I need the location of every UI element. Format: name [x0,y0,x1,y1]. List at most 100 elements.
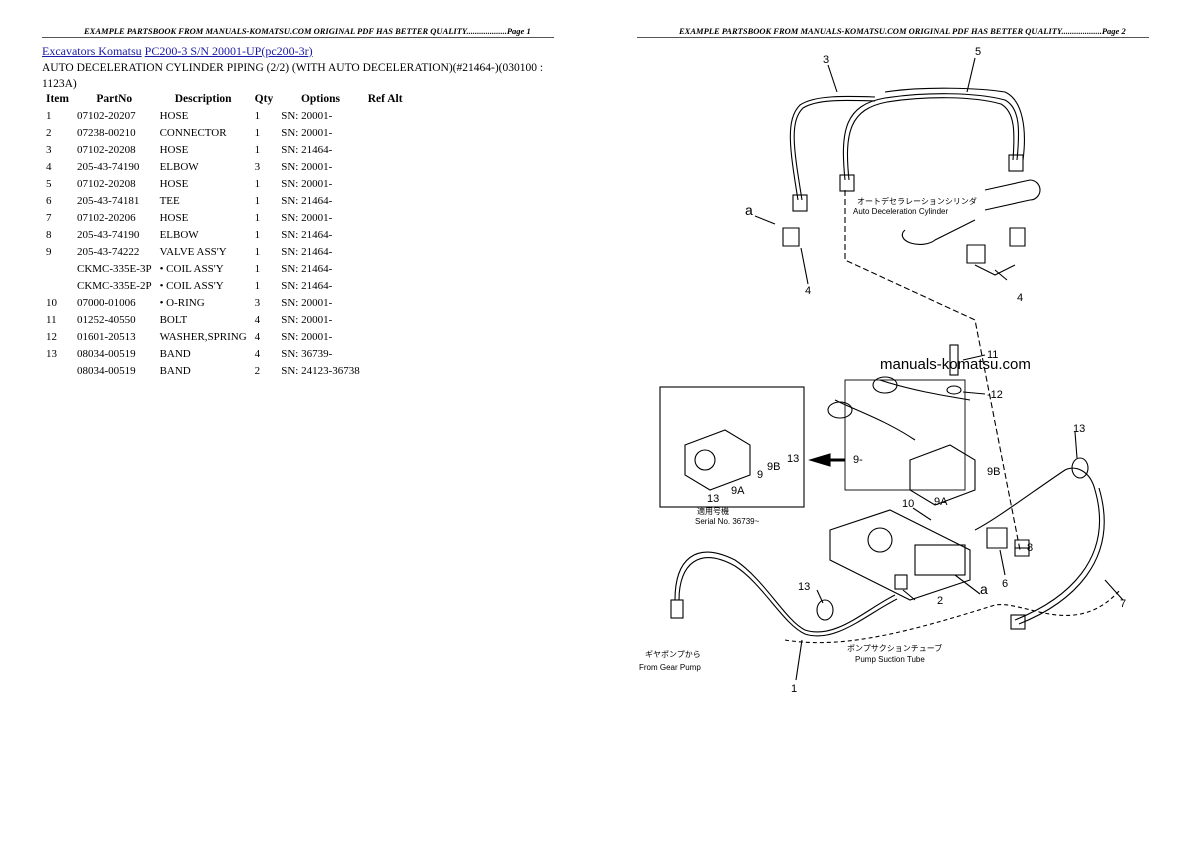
cell-description: TEE [159,194,180,207]
cell-refalt [364,345,407,362]
cell-refalt [364,175,407,192]
callout-5: 5 [975,46,981,58]
inset-callout-13b: 13 [707,493,719,505]
callout-a-bottom: a [980,581,988,597]
page-header: EXAMPLE PARTSBOOK FROM MANUALS-KOMATSU.C… [84,26,531,36]
cell-qty: 1 [254,279,261,292]
cell-qty: 3 [254,160,261,173]
cell-options: SN: 21464- [281,228,333,241]
cell-description: WASHER,SPRING [159,330,247,343]
cell-refalt [364,311,407,328]
cell-partno: CKMC-335E-3P [77,262,152,275]
col-item: Item [46,92,69,105]
inset-valve [684,429,751,491]
pump-tube-label: Pump Suction Tube [855,655,925,664]
callout-3: 3 [823,54,829,66]
cell-qty: 1 [254,126,261,139]
cell-qty: 1 [254,228,261,241]
callout-12: -12 [987,389,1003,401]
inset-box [844,379,966,491]
cell-description: ELBOW [159,228,199,241]
cell-partno: 07102-20208 [77,177,136,190]
cell-partno: 07102-20206 [77,211,136,224]
cell-description: ELBOW [159,160,199,173]
cell-partno: 205-43-74222 [77,245,140,258]
serial-jp-label: 適用号機 [697,506,729,516]
cell-item [42,362,73,379]
cell-description: BOLT [159,313,188,326]
inset-callout-13a: 13 [787,453,799,465]
callout-10: 10 [902,498,914,510]
cell-partno: 01252-40550 [77,313,136,326]
cell-partno: 07238-00210 [77,126,136,139]
col-options: Options [300,92,340,105]
cell-partno: 07102-20207 [77,109,136,122]
cell-partno: 01601-20513 [77,330,136,343]
breadcrumb-link-excavators[interactable]: Excavators Komatsu [42,44,142,58]
callout-2: 2 [937,595,943,607]
cell-options: SN: 20001- [281,313,333,326]
callout-9A: 9A [934,496,948,508]
cell-qty: 1 [254,194,261,207]
cell-qty: 1 [254,177,261,190]
cell-options: SN: 21464- [281,279,333,292]
cell-options: SN: 21464- [281,143,333,156]
cell-refalt [364,362,407,379]
callout-6: 6 [1002,578,1008,590]
table-header-row: Item PartNo Description Qty Options Ref … [42,90,407,107]
cell-item: 11 [46,313,57,326]
cell-options: SN: 21464- [281,262,333,275]
cell-description: HOSE [159,109,189,122]
cell-description: HOSE [159,143,189,156]
cell-qty: 1 [254,211,261,224]
cell-refalt [364,209,407,226]
elbow-8 [1014,539,1030,557]
callout-4-left: 4 [805,285,811,297]
cell-item [42,260,73,277]
hose-7-fitting [1010,614,1026,630]
cell-description: CONNECTOR [159,126,227,139]
cell-partno: 205-43-74190 [77,160,140,173]
cell-partno: 08034-00519 [77,364,136,377]
cell-partno: 205-43-74181 [77,194,140,207]
cell-options: SN: 24123-36738 [281,364,360,377]
hose-5-fitting [839,174,855,192]
cell-description: • COIL ASS'Y [159,279,224,292]
serial-inset-box [659,386,805,508]
cell-options: SN: 20001- [281,296,333,309]
auto-deceleration-cylinder [984,179,1041,211]
cell-description: BAND [159,364,191,377]
header-divider [637,37,1149,38]
cell-item: 12 [46,330,57,343]
cell-options: SN: 20001- [281,330,333,343]
col-refalt: Ref Alt [367,92,403,105]
page-1: EXAMPLE PARTSBOOK FROM MANUALS-KOMATSU.C… [42,26,554,379]
cell-partno: 205-43-74190 [77,228,140,241]
cell-qty: 4 [254,313,261,326]
cell-item: 9 [46,245,52,258]
breadcrumb-link-model[interactable]: PC200-3 S/N 20001-UP(pc200-3r) [144,44,313,58]
callout-13-left: 13 [798,581,810,593]
parts-diagram: 3 5 4 4 a 11 -12 13 9- 9A 9B 10 8 6 a 2 … [639,46,1126,695]
cell-qty: 4 [254,347,261,360]
block-tee [914,544,966,576]
callout-11: 11 [987,349,998,361]
cell-refalt [364,107,407,124]
cell-refalt [364,141,407,158]
cell-options: SN: 20001- [281,160,333,173]
callout-a-top: a [745,202,753,218]
cell-qty: 1 [254,262,261,275]
col-description: Description [174,92,232,105]
cell-partno: 07102-20208 [77,143,136,156]
cell-description: BAND [159,347,191,360]
cell-item: 6 [46,194,52,207]
band-13-left [816,599,834,621]
callout-9B: 9B [987,466,1000,478]
